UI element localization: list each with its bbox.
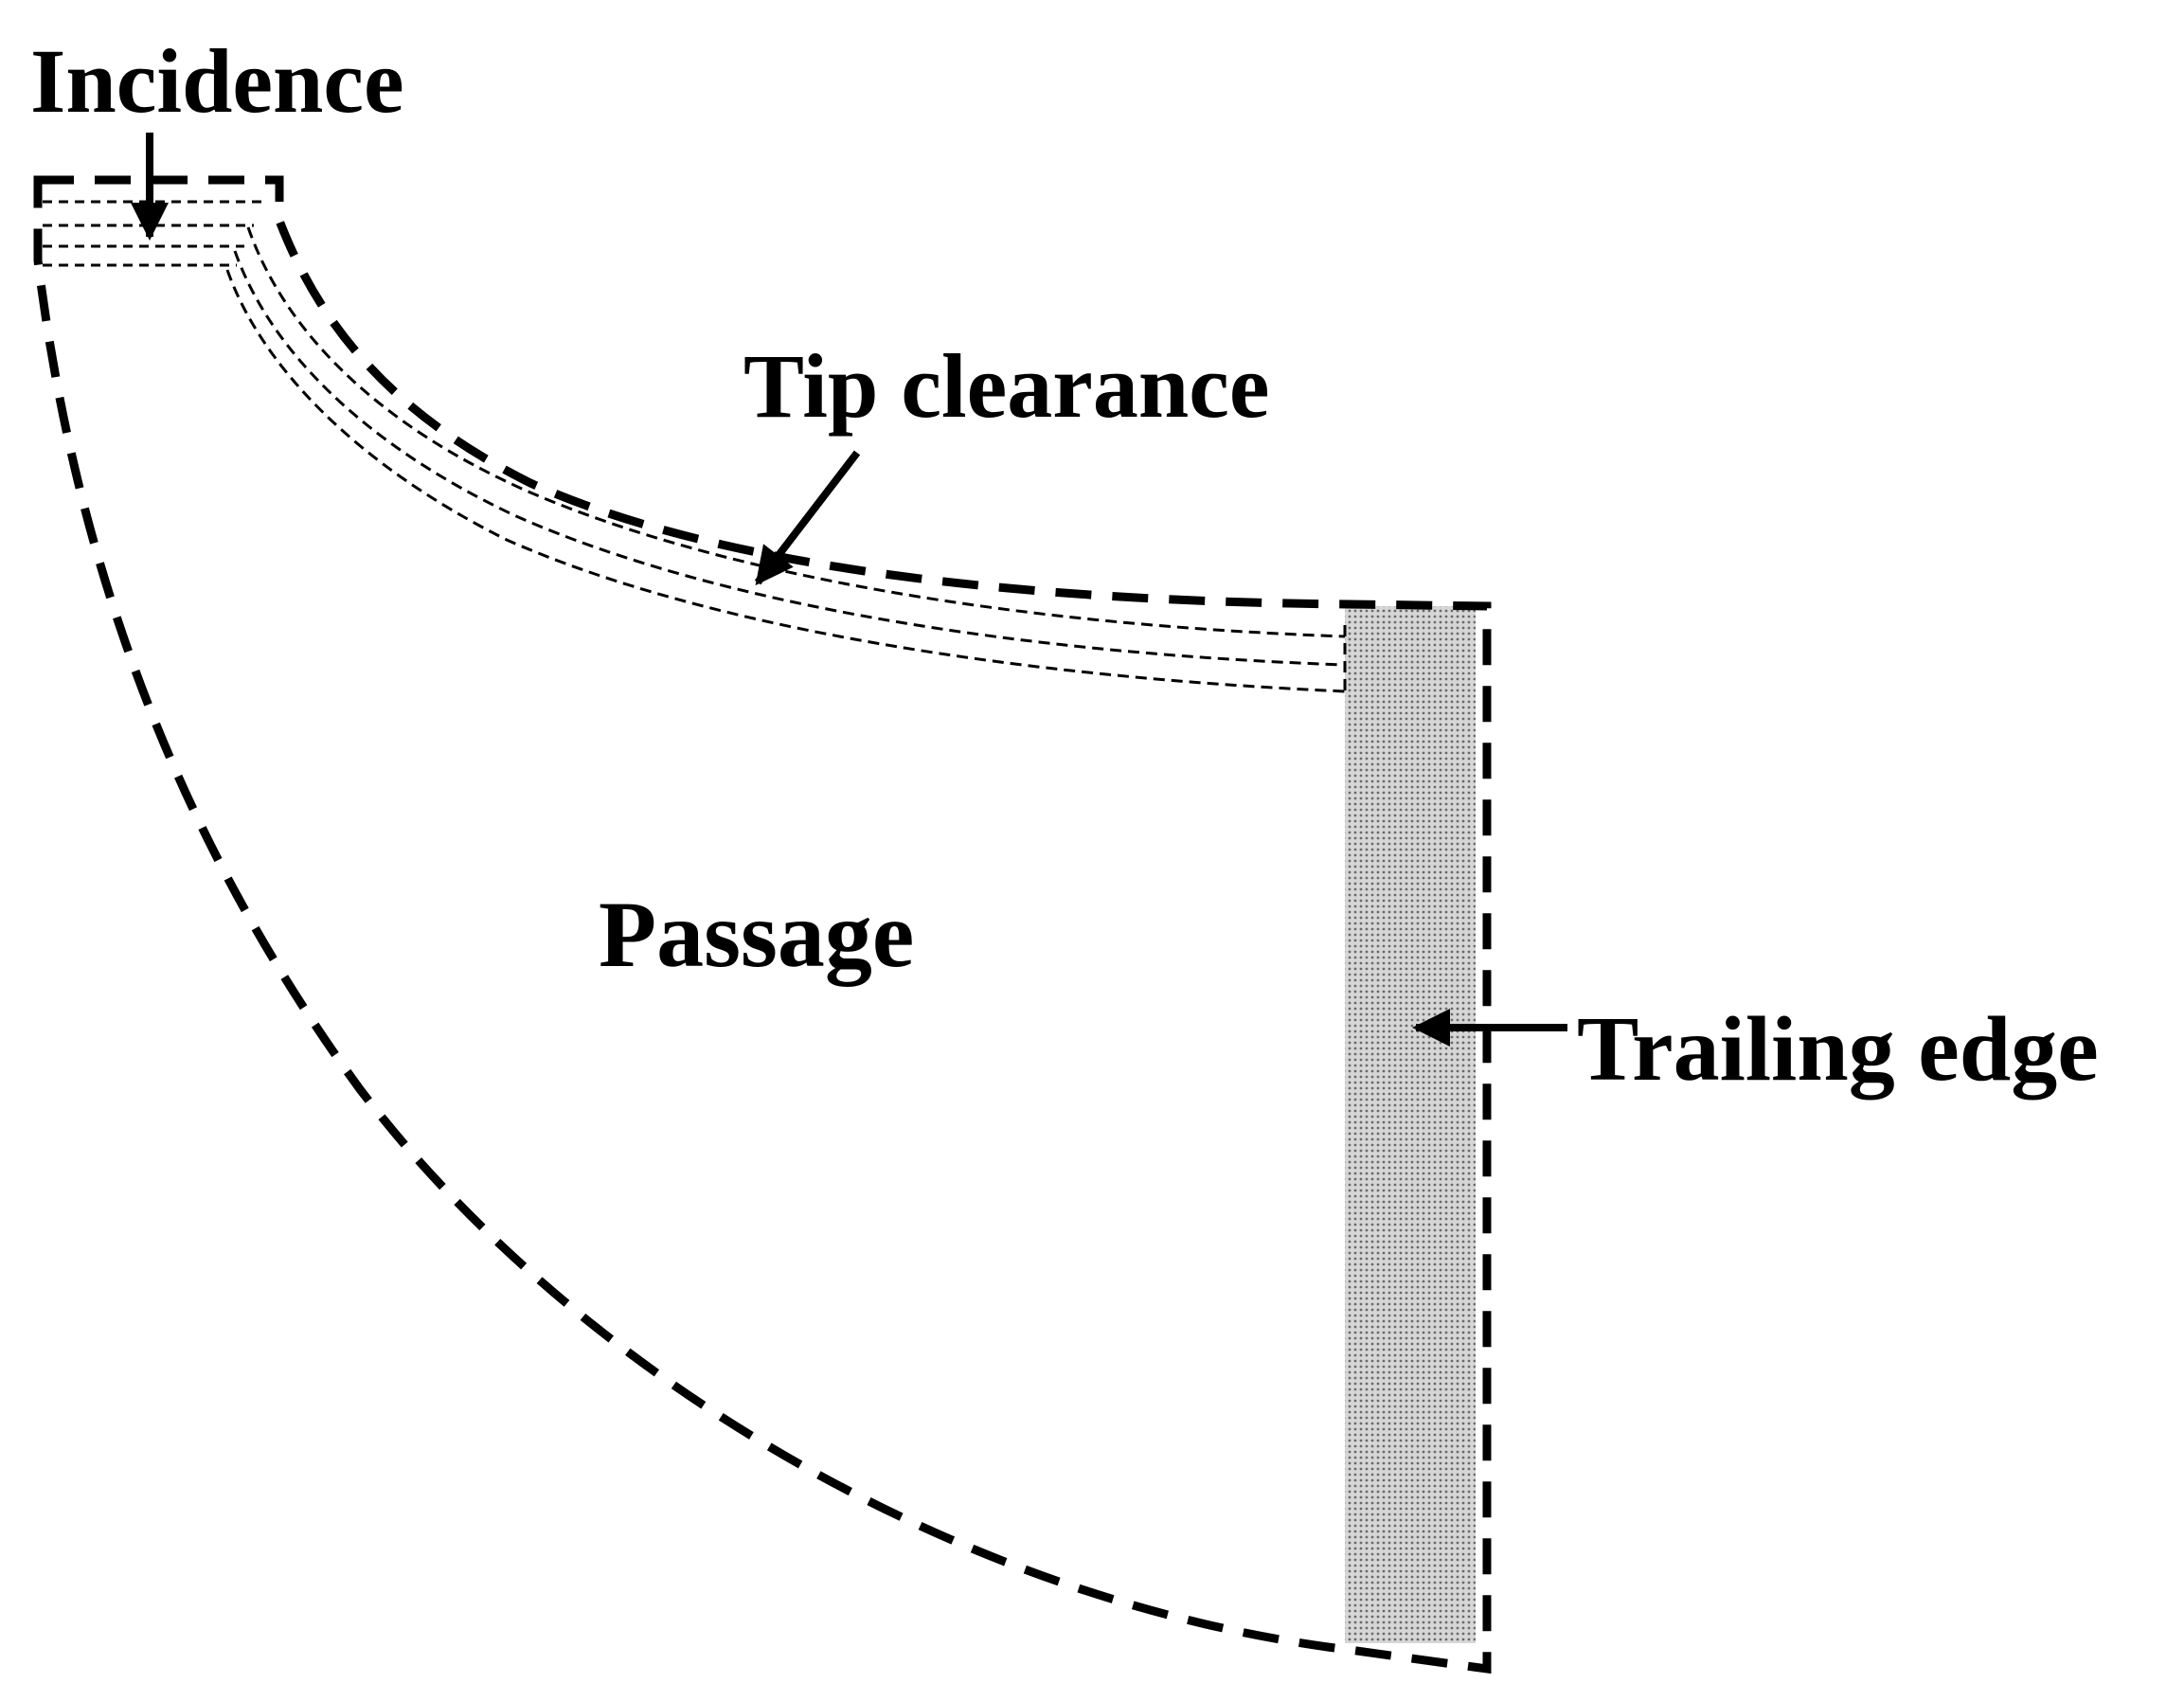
incidence-region (43, 200, 267, 267)
passage-label: Passage (599, 882, 914, 987)
trailing-edge-label: Trailing edge (1577, 998, 2099, 1101)
tip-clearance-label: Tip clearance (743, 335, 1269, 437)
tip-clearance-region (225, 226, 1347, 696)
incidence-label: Incidence (30, 30, 404, 132)
tip-clearance-arrow (754, 450, 861, 586)
trailing-edge-region (1345, 606, 1476, 1643)
